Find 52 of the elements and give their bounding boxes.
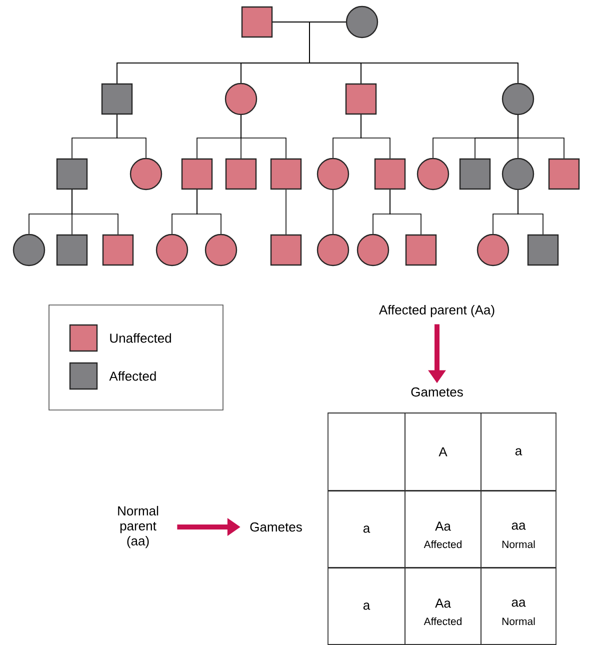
pedigree-line — [390, 189, 422, 235]
pedigree-line — [360, 114, 390, 159]
square-symbol — [241, 6, 273, 38]
table-cell: Aa Affected — [404, 490, 482, 568]
square-symbol — [374, 158, 406, 190]
circle-symbol — [316, 234, 350, 266]
legend-label: Affected — [109, 371, 156, 381]
square-symbol — [548, 158, 580, 190]
square-symbol — [459, 158, 491, 190]
square-symbol — [181, 158, 213, 190]
square-symbol — [345, 83, 377, 115]
pedigree-line — [332, 190, 334, 234]
circle-symbol — [502, 158, 534, 190]
text-label: Affected parent (Aa) — [378, 304, 494, 318]
circle-symbol — [502, 82, 534, 116]
table-cell: aa Normal — [480, 568, 556, 645]
square-symbol — [270, 158, 302, 190]
circle-symbol — [316, 158, 350, 190]
square-symbol — [101, 83, 133, 115]
square-symbol — [527, 234, 559, 266]
circle-symbol — [224, 82, 258, 116]
square-symbol — [405, 234, 437, 266]
table-cell: Aa Affected — [404, 568, 482, 645]
table-cell: a — [328, 490, 406, 568]
table-cell: a — [328, 568, 406, 645]
circle-symbol — [156, 234, 188, 266]
table-cell: aa Normal — [480, 490, 556, 568]
circle-symbol — [416, 158, 450, 190]
table-cell: A — [404, 412, 482, 491]
pedigree-line — [116, 114, 146, 158]
pedigree-line — [196, 189, 222, 234]
circle-symbol — [12, 234, 46, 266]
square-symbol — [56, 158, 88, 190]
text-label: Normal parent (aa) — [118, 506, 158, 548]
text-label: Gametes — [250, 522, 302, 532]
square-symbol — [270, 234, 302, 266]
square-symbol — [225, 158, 257, 190]
circle-symbol — [346, 6, 378, 38]
pedigree-line — [309, 22, 518, 84]
pedigree-line — [240, 114, 286, 159]
pedigree-line — [72, 189, 118, 235]
legend-label: Unaffected — [110, 333, 171, 343]
square-symbol — [102, 234, 134, 266]
circle-symbol — [130, 158, 162, 190]
table-cell: a — [480, 412, 556, 491]
circle-symbol — [356, 234, 390, 266]
text-label: Gametes — [411, 387, 463, 397]
circle-symbol — [204, 234, 238, 266]
pedigree-line — [518, 114, 564, 159]
square-symbol — [56, 234, 88, 266]
circle-symbol — [476, 234, 510, 266]
pedigree-line — [518, 190, 544, 235]
